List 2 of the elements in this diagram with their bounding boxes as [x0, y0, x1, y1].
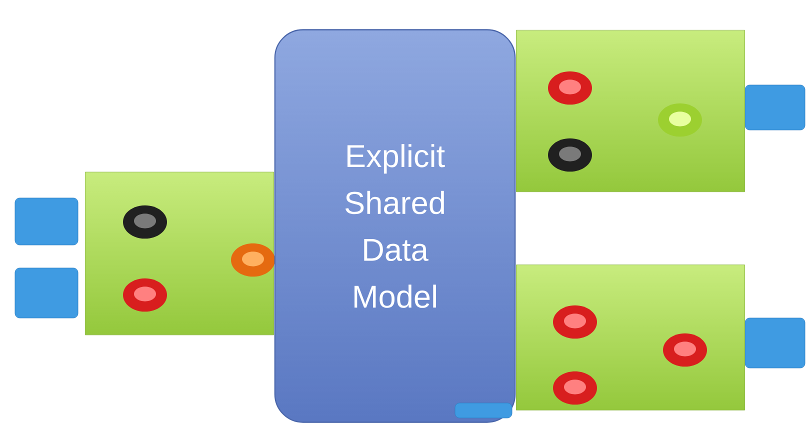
module-box — [516, 30, 745, 192]
module-box — [516, 264, 745, 410]
